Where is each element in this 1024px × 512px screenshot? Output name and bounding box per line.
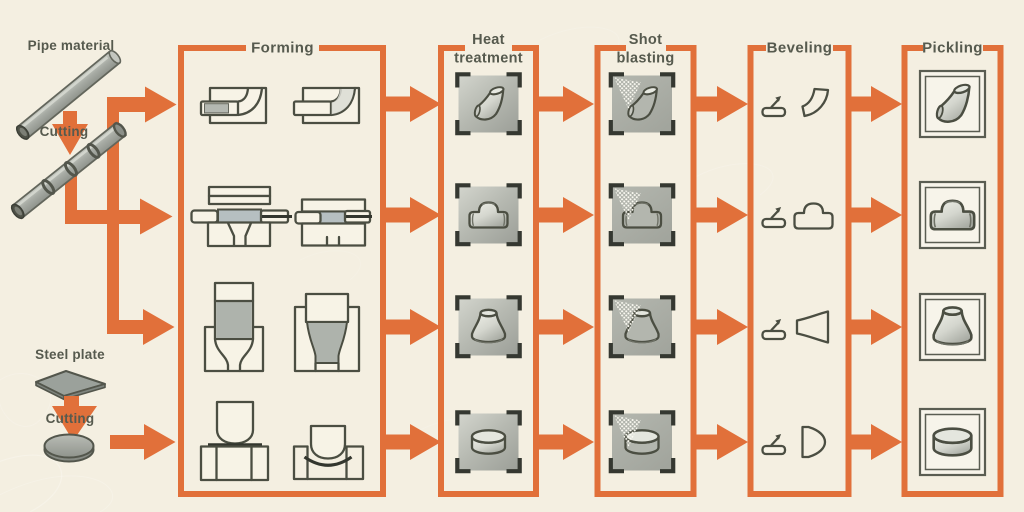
heat-treatment-tiles	[457, 74, 519, 471]
stage-title-heat-line2: treatment	[454, 51, 523, 67]
pickling-tile-tee	[918, 180, 987, 250]
cutting-label-plate: Cutting	[46, 411, 95, 426]
stage-title-heat-line1: Heat	[472, 32, 505, 48]
arrow-forming-to-heat-row4	[382, 424, 441, 460]
material-pipe: Pipe material Cutting	[10, 38, 128, 220]
shot-tile-tee	[611, 185, 673, 244]
arrow-shot-to-beveling-row2	[691, 197, 748, 233]
arrow-beveling-to-pickling-row4	[847, 424, 902, 460]
forming-cap-stage1-icon	[199, 400, 270, 482]
shot-tile-reducer	[611, 297, 673, 356]
arrow-forming-to-heat-row3	[382, 309, 441, 345]
forming-tee-stage1-icon	[190, 185, 292, 248]
arrow-beveling-to-pickling-row2	[847, 197, 902, 233]
stage-arrows	[382, 86, 902, 460]
blast-spray-icon	[613, 300, 641, 332]
stage-title-forming: Forming	[251, 40, 314, 57]
steel-plate-icon	[35, 370, 106, 401]
heat-tile-reducer	[457, 297, 519, 356]
arrow-heat-to-shot-row3	[533, 309, 594, 345]
shot-blasting-tiles	[611, 74, 673, 471]
arrow-shot-to-beveling-row3	[691, 309, 748, 345]
blast-spray-icon	[613, 77, 641, 109]
steel-plate-label: Steel plate	[35, 347, 105, 362]
flow-arrow-row4	[110, 424, 176, 460]
pickling-tile-cap	[918, 407, 987, 477]
arrow-forming-to-heat-row1	[382, 86, 441, 122]
pickling-tile-elbow	[918, 69, 987, 139]
cutting-arrow-pipe	[52, 111, 88, 155]
material-plate: Steel plate Cutting	[35, 347, 106, 463]
cutting-label-pipe: Cutting	[40, 124, 89, 139]
arrow-beveling-to-pickling-row1	[847, 86, 902, 122]
arrow-forming-to-heat-row2	[382, 197, 441, 233]
pipe-material-label: Pipe material	[28, 38, 115, 53]
stage-title-pickling: Pickling	[922, 40, 983, 57]
cap-fitting-icon	[932, 427, 973, 457]
flow-connectors-left	[65, 86, 177, 460]
forming-reducer-stage1-icon	[203, 281, 265, 373]
heat-tile-tee	[457, 185, 519, 244]
raw-pipe-icon	[15, 49, 122, 141]
arrow-beveling-to-pickling-row3	[847, 309, 902, 345]
flow-arrow-row2	[65, 172, 173, 235]
cutting-arrow-plate	[52, 396, 97, 441]
arrow-heat-to-shot-row2	[533, 197, 594, 233]
forming-elbow-stage2-icon	[292, 86, 361, 125]
stage-title-beveling: Beveling	[767, 40, 833, 57]
forming-cap-stage2-icon	[292, 424, 365, 481]
forming-tee-stage2-icon	[294, 198, 372, 247]
pickling-tiles	[918, 69, 987, 477]
cut-pipe-icon	[10, 121, 128, 220]
flow-arrow-row1	[107, 86, 177, 123]
heat-tile-elbow	[457, 74, 519, 133]
arrow-heat-to-shot-row4	[533, 424, 594, 460]
cap-fitting-icon	[470, 429, 507, 455]
stage-boxes: Forming Heat treatment Shot blasting Bev…	[178, 32, 1004, 497]
forming-elbow-stage1-icon	[199, 86, 268, 125]
arrow-shot-to-beveling-row4	[691, 424, 748, 460]
blast-spray-icon	[613, 188, 641, 220]
shot-tile-elbow	[611, 74, 673, 133]
shot-tile-cap	[611, 412, 673, 471]
flow-arrow-row3	[107, 309, 175, 345]
arrow-shot-to-beveling-row1	[691, 86, 748, 122]
cut-disc-icon	[43, 433, 95, 463]
stage-title-shot-line2: blasting	[617, 51, 675, 67]
pickling-tile-reducer	[918, 292, 987, 362]
forming-steps	[190, 86, 372, 482]
arrow-heat-to-shot-row1	[533, 86, 594, 122]
blast-spray-icon	[613, 415, 641, 447]
stage-title-shot-line1: Shot	[629, 32, 662, 48]
forming-reducer-stage2-icon	[293, 292, 361, 373]
heat-tile-cap	[457, 412, 519, 471]
